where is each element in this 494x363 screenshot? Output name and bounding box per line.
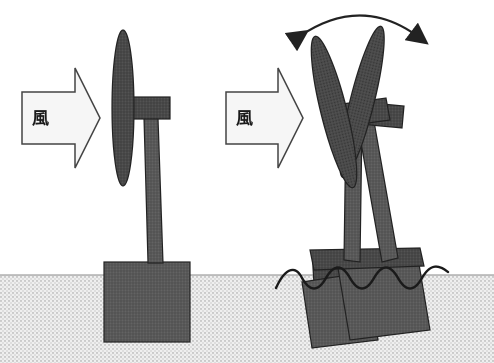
stable-fan-pole <box>143 117 164 264</box>
wobbling-fan-base-top <box>309 247 425 271</box>
stable-fan-base <box>103 261 191 343</box>
stable-fan <box>103 29 191 343</box>
stable-fan-motor <box>129 96 171 120</box>
wobbling-fan <box>274 25 450 349</box>
swing-arrow <box>284 14 429 52</box>
vibration-wave <box>274 265 450 290</box>
wind-arrow-left: 風 <box>21 67 101 169</box>
wobbling-fan-base-right <box>337 257 431 341</box>
wind-arrow-right: 風 <box>225 67 304 169</box>
wind-label-left: 風 <box>32 109 49 129</box>
wind-label-right: 風 <box>236 109 253 129</box>
stable-fan-blade <box>111 29 135 187</box>
